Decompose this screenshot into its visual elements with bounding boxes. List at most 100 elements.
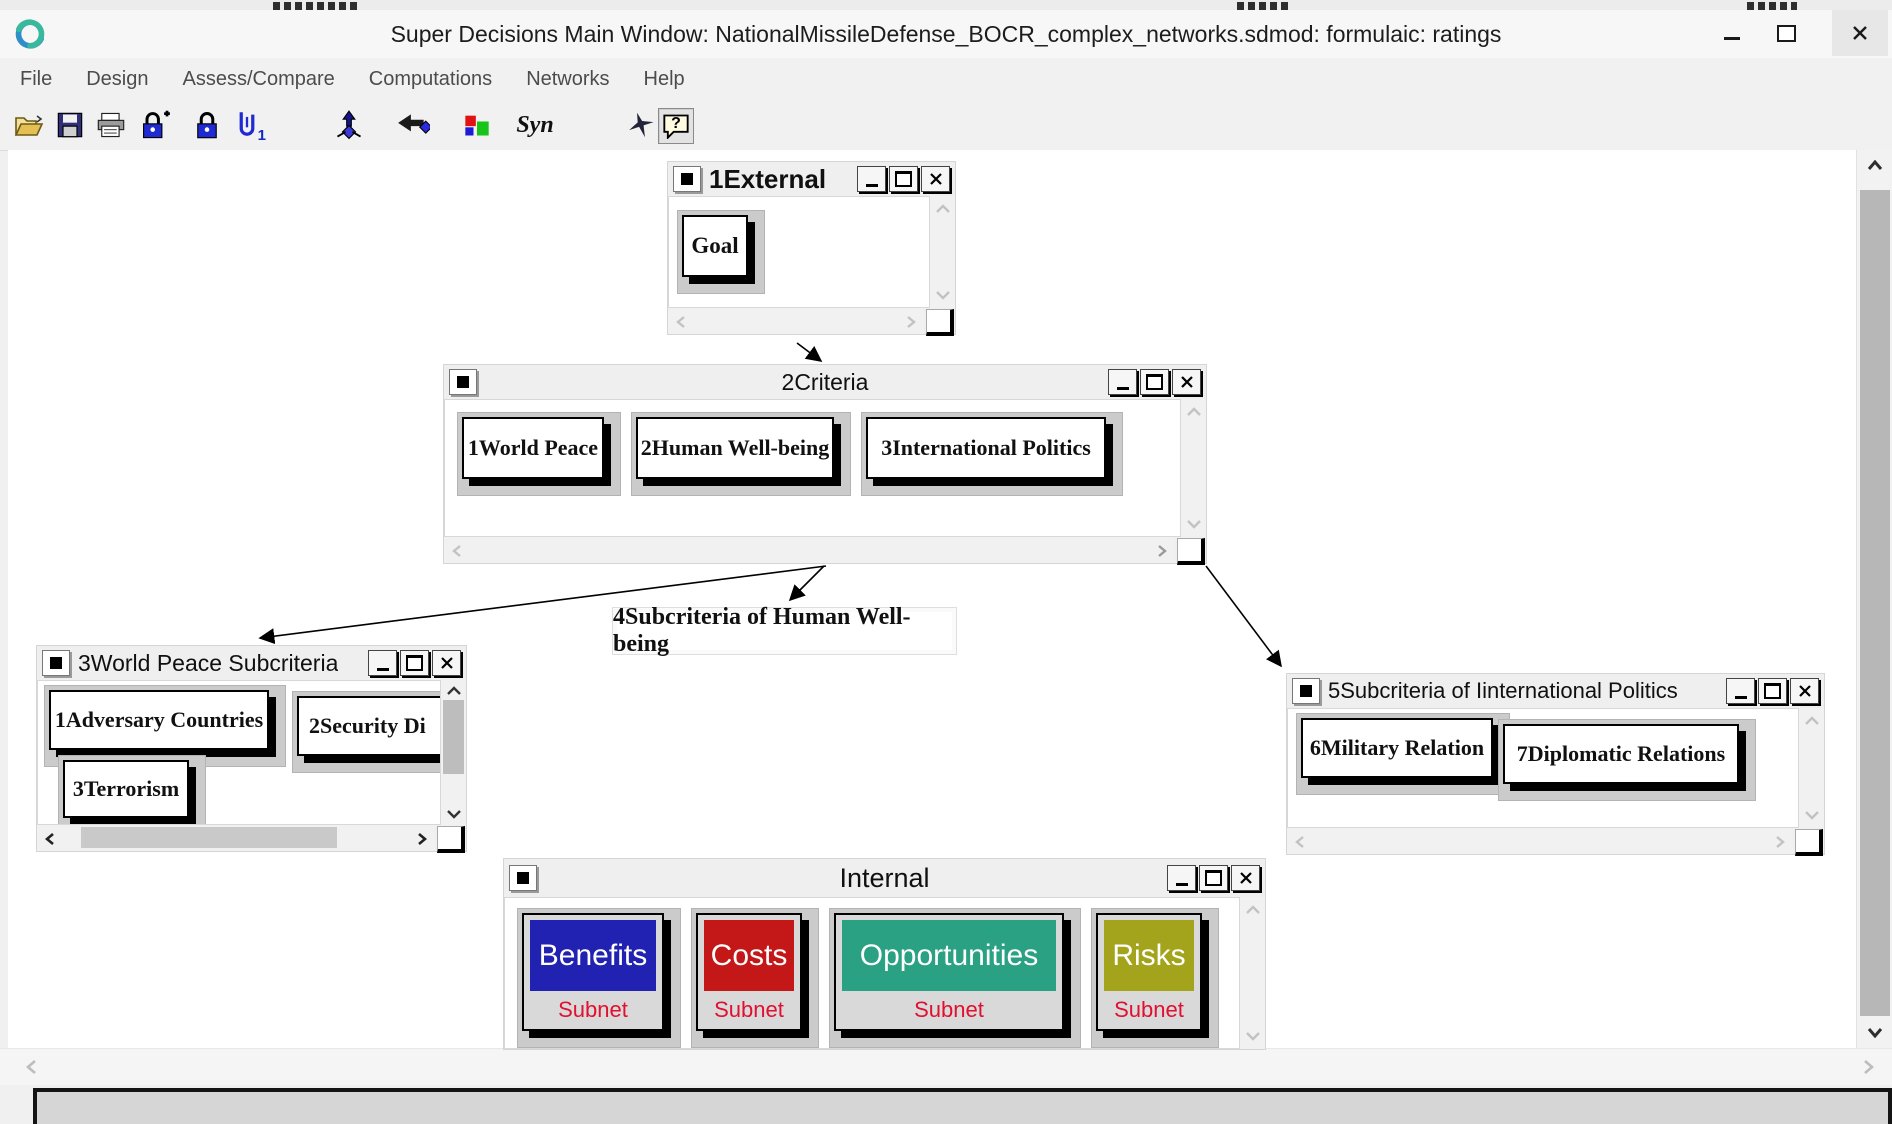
- node-risks-subnet[interactable]: Risks Subnet: [1091, 908, 1219, 1048]
- resize-grip[interactable]: [437, 826, 465, 853]
- cluster-minimize-button[interactable]: [368, 650, 397, 676]
- cluster-titlebar[interactable]: 1External: [668, 162, 955, 196]
- scroll-right-icon[interactable]: [1775, 835, 1785, 849]
- cluster-close-button[interactable]: [432, 650, 461, 676]
- vertical-scrollbar[interactable]: [930, 196, 955, 308]
- scrollbar-thumb[interactable]: [81, 827, 337, 848]
- lock-add-button[interactable]: [138, 108, 172, 142]
- scroll-left-icon[interactable]: [45, 832, 55, 846]
- horizontal-scrollbar[interactable]: [37, 825, 435, 851]
- cluster-titlebar[interactable]: 5Subcriteria of Iinternational Politics: [1287, 674, 1824, 708]
- cluster-menu-button[interactable]: [509, 865, 537, 891]
- node-goal[interactable]: Goal: [677, 210, 765, 294]
- vertical-scrollbar[interactable]: [1799, 708, 1824, 828]
- scroll-right-icon[interactable]: [906, 315, 916, 329]
- plane-tool-button[interactable]: [624, 108, 658, 142]
- window-maximize-button[interactable]: [1760, 10, 1812, 56]
- scroll-right-icon[interactable]: [1863, 1059, 1874, 1075]
- attach-one-button[interactable]: 1: [230, 108, 266, 144]
- scroll-down-icon[interactable]: [935, 290, 951, 300]
- help-tool-button[interactable]: ?: [658, 108, 694, 144]
- cluster-titlebar[interactable]: Internal: [504, 859, 1265, 897]
- cluster-window-criteria[interactable]: 2Criteria 1World Peace 2Human Well-being…: [443, 364, 1207, 565]
- cluster-close-button[interactable]: [921, 166, 950, 192]
- main-vertical-scrollbar[interactable]: [1856, 150, 1892, 1048]
- scroll-up-icon[interactable]: [935, 204, 951, 214]
- window-close-button[interactable]: [1832, 10, 1888, 56]
- cluster-minimize-button[interactable]: [1167, 865, 1196, 891]
- scroll-left-icon[interactable]: [1295, 835, 1305, 849]
- main-horizontal-scrollbar[interactable]: [0, 1048, 1892, 1085]
- cluster-collapsed-human-wellbeing[interactable]: 4Subcriteria of Human Well-being: [612, 604, 957, 657]
- cluster-canvas[interactable]: Goal: [668, 196, 930, 308]
- cluster-canvas[interactable]: 1World Peace 2Human Well-being 3Internat…: [444, 399, 1181, 537]
- resize-grip[interactable]: [1177, 538, 1205, 565]
- cluster-titlebar[interactable]: 3World Peace Subcriteria: [37, 646, 466, 680]
- priorities-button[interactable]: [460, 108, 494, 142]
- node-human-wellbeing[interactable]: 2Human Well-being: [631, 412, 851, 496]
- save-button[interactable]: [53, 108, 87, 142]
- node-benefits-subnet[interactable]: Benefits Subnet: [517, 908, 681, 1048]
- menu-networks[interactable]: Networks: [526, 67, 610, 90]
- scrollbar-thumb[interactable]: [443, 700, 464, 774]
- cluster-window-intl-politics-subcriteria[interactable]: 5Subcriteria of Iinternational Politics …: [1286, 673, 1825, 856]
- scroll-right-icon[interactable]: [1157, 544, 1167, 558]
- horizontal-scrollbar[interactable]: [668, 308, 924, 334]
- cluster-menu-button[interactable]: [449, 369, 477, 395]
- cluster-minimize-button[interactable]: [857, 166, 886, 192]
- horizontal-scrollbar[interactable]: [1287, 828, 1793, 854]
- scrollbar-thumb[interactable]: [1860, 190, 1890, 1016]
- scroll-left-icon[interactable]: [26, 1059, 37, 1075]
- cluster-window-world-peace-subcriteria[interactable]: 3World Peace Subcriteria 1Adversary Coun…: [36, 645, 467, 853]
- scroll-up-icon[interactable]: [1867, 160, 1883, 171]
- node-diplomatic-relations[interactable]: 7Diplomatic Relations: [1498, 719, 1756, 801]
- horizontal-scrollbar[interactable]: [444, 537, 1175, 563]
- node-military-relation[interactable]: 6Military Relation: [1296, 713, 1510, 795]
- cluster-close-button[interactable]: [1231, 865, 1260, 891]
- menu-file[interactable]: File: [20, 67, 53, 90]
- scroll-down-icon[interactable]: [1245, 1031, 1261, 1041]
- scroll-down-icon[interactable]: [1867, 1027, 1883, 1038]
- node-connections-button[interactable]: [332, 108, 366, 142]
- cluster-menu-button[interactable]: [673, 166, 701, 192]
- scroll-down-icon[interactable]: [446, 809, 462, 819]
- scroll-right-icon[interactable]: [417, 832, 427, 846]
- cluster-minimize-button[interactable]: [1108, 369, 1137, 395]
- window-minimize-button[interactable]: [1706, 10, 1758, 56]
- cluster-window-internal[interactable]: Internal Benefits Subnet Costs Subnet: [503, 858, 1266, 1050]
- menu-assess-compare[interactable]: Assess/Compare: [182, 67, 335, 90]
- node-costs-subnet[interactable]: Costs Subnet: [691, 908, 819, 1048]
- vertical-scrollbar[interactable]: [441, 680, 466, 825]
- scroll-down-icon[interactable]: [1186, 519, 1202, 529]
- make-connections-button[interactable]: [396, 108, 430, 142]
- menu-help[interactable]: Help: [643, 67, 685, 90]
- menu-design[interactable]: Design: [86, 67, 149, 90]
- scroll-left-icon[interactable]: [452, 544, 462, 558]
- open-model-button[interactable]: [12, 108, 46, 142]
- cluster-maximize-button[interactable]: [1140, 369, 1169, 395]
- scroll-left-icon[interactable]: [676, 315, 686, 329]
- cluster-canvas[interactable]: Benefits Subnet Costs Subnet Opportuniti…: [504, 897, 1240, 1049]
- scroll-down-icon[interactable]: [1804, 810, 1820, 820]
- cluster-menu-button[interactable]: [42, 650, 70, 676]
- cluster-maximize-button[interactable]: [1199, 865, 1228, 891]
- cluster-canvas[interactable]: 6Military Relation 7Diplomatic Relations: [1287, 708, 1799, 828]
- vertical-scrollbar[interactable]: [1181, 399, 1206, 537]
- vertical-scrollbar[interactable]: [1240, 897, 1265, 1049]
- scroll-up-icon[interactable]: [1186, 407, 1202, 417]
- node-terrorism[interactable]: 3Terrorism: [58, 755, 206, 824]
- node-international-politics[interactable]: 3International Politics: [861, 412, 1123, 496]
- cluster-close-button[interactable]: [1172, 369, 1201, 395]
- node-security-dilemma[interactable]: 2Security Di: [292, 691, 440, 773]
- resize-grip[interactable]: [1795, 829, 1823, 856]
- cluster-maximize-button[interactable]: [1758, 678, 1787, 704]
- synthesize-button[interactable]: Syn: [512, 108, 558, 142]
- node-world-peace[interactable]: 1World Peace: [457, 412, 621, 496]
- cluster-titlebar[interactable]: 2Criteria: [444, 365, 1206, 399]
- resize-grip[interactable]: [926, 309, 954, 336]
- lock-button[interactable]: [190, 108, 224, 142]
- cluster-minimize-button[interactable]: [1726, 678, 1755, 704]
- cluster-window-external[interactable]: 1External Goal: [667, 161, 956, 336]
- node-opportunities-subnet[interactable]: Opportunities Subnet: [829, 908, 1081, 1048]
- print-button[interactable]: [94, 108, 128, 142]
